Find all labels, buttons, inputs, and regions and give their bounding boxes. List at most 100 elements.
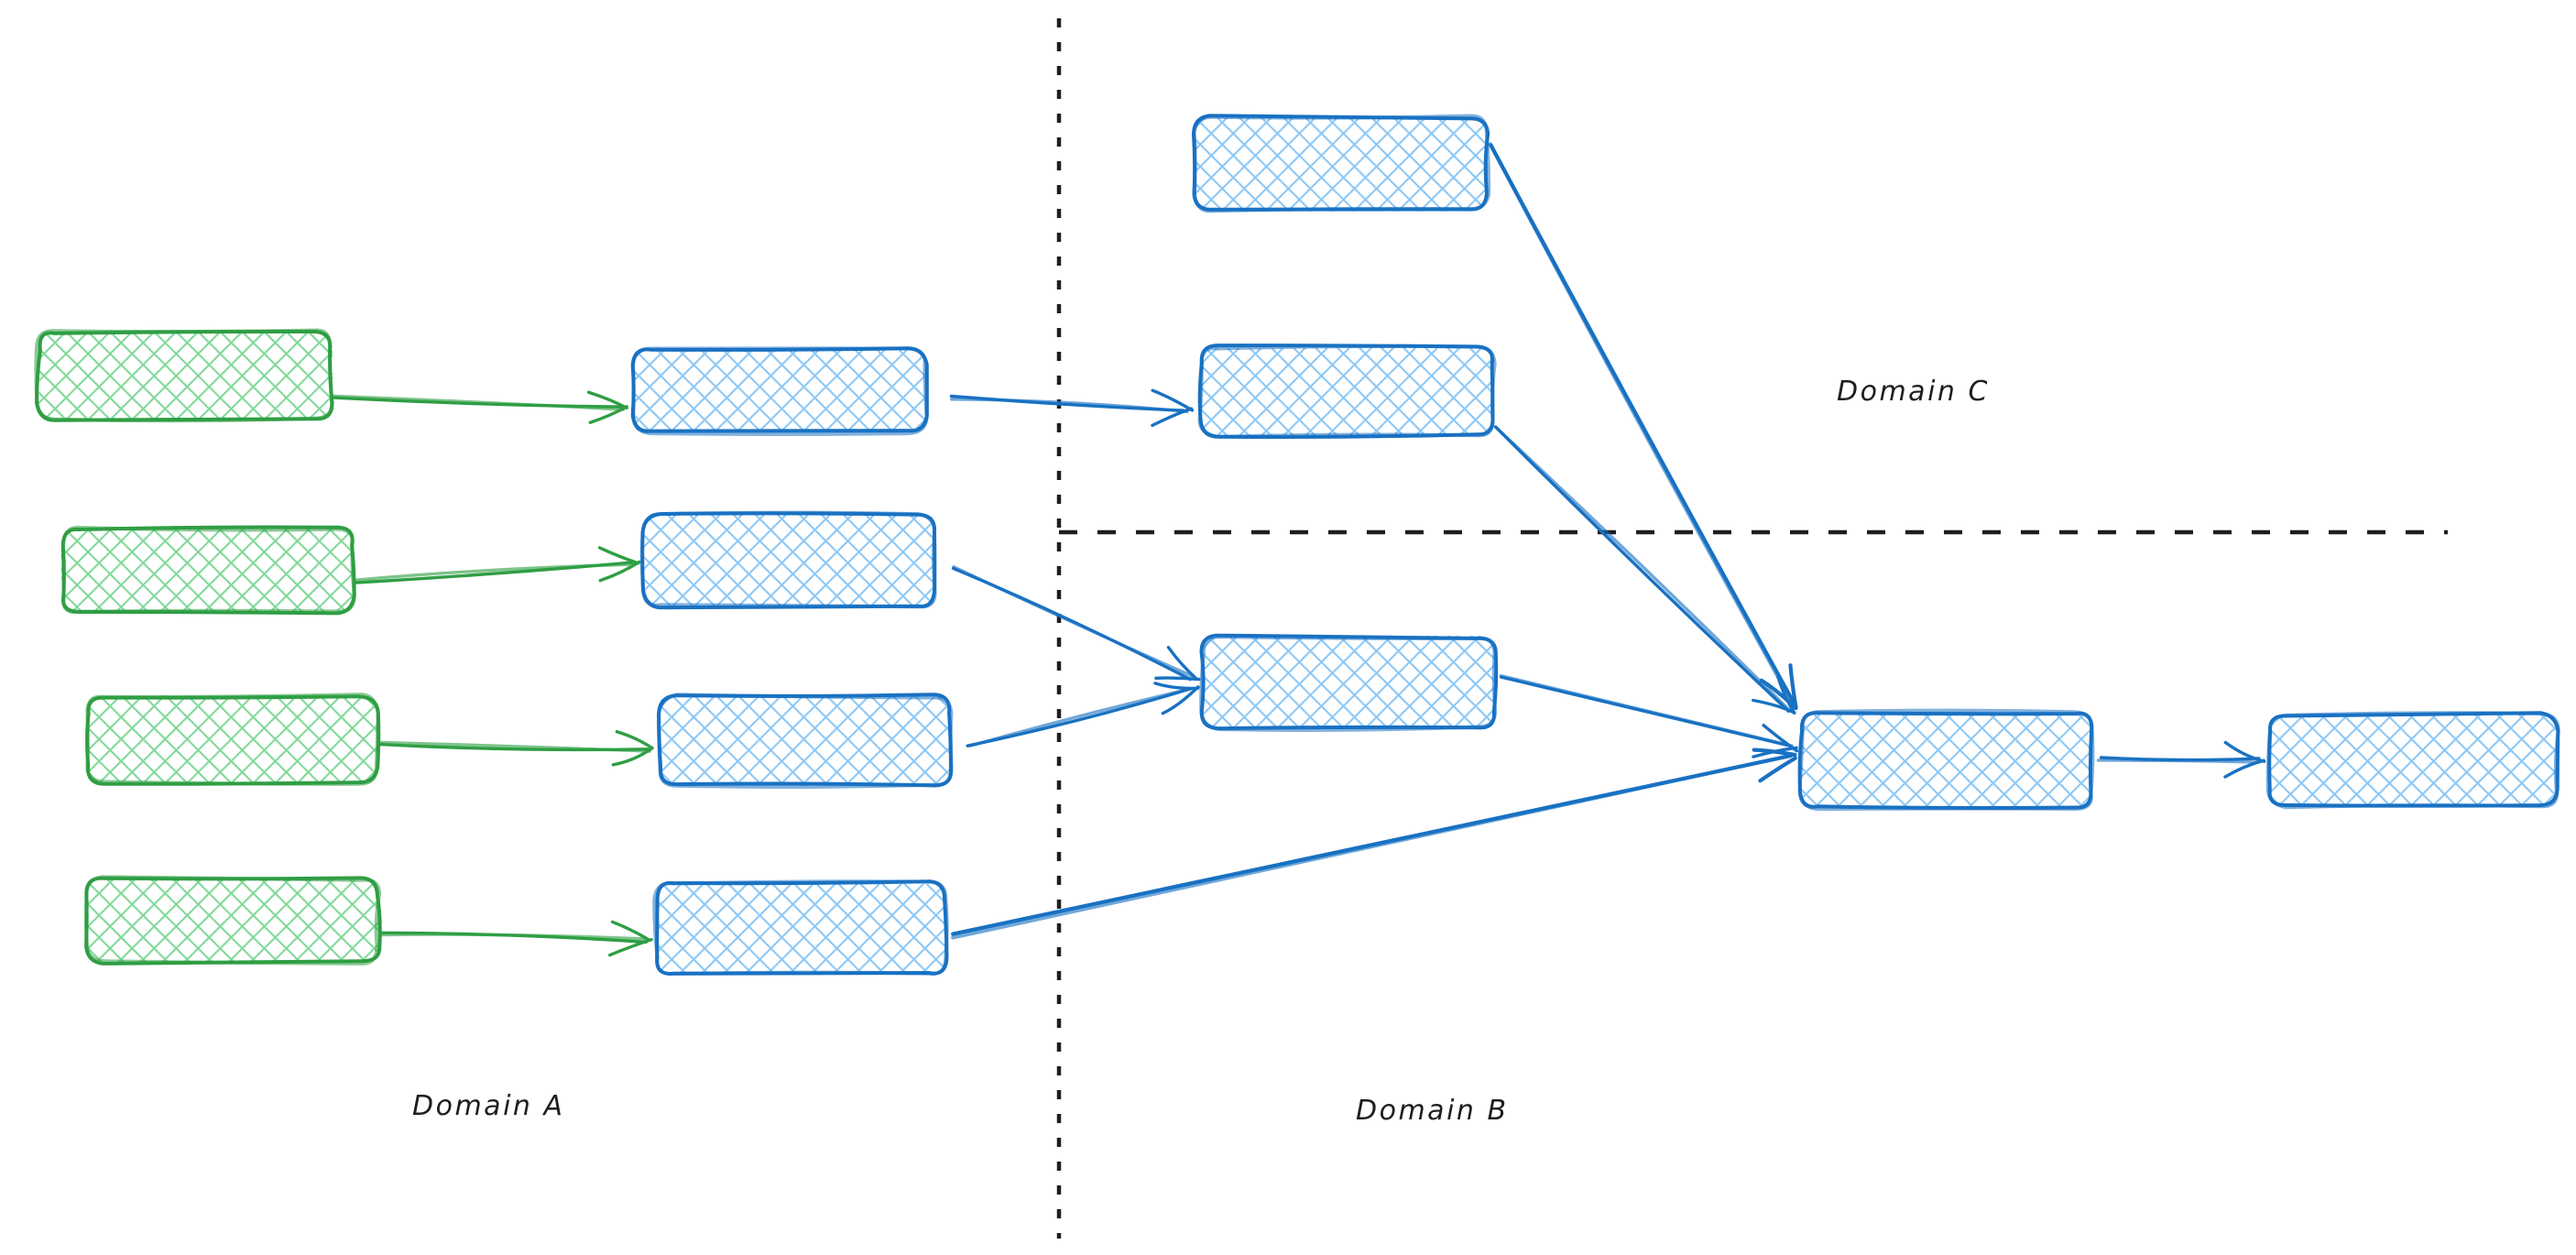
edge-layer [330, 142, 2266, 957]
node-fill [1202, 635, 1496, 729]
arrowhead-barb [608, 938, 653, 957]
domain-label-c: Domain C [1837, 376, 1990, 408]
edge-stroke [377, 933, 647, 941]
node-b3[interactable] [657, 693, 954, 790]
edge-a3-to-b3[interactable] [377, 730, 654, 767]
arrowhead-barb [1153, 682, 1200, 691]
node-a1[interactable] [34, 328, 334, 423]
node-layer [34, 114, 2560, 977]
node-hit-b1[interactable] [634, 348, 925, 432]
edge-stroke [2096, 758, 2257, 764]
domain-label-b: Domain B [1356, 1095, 1509, 1127]
node-fill [659, 695, 952, 787]
node-outline [631, 346, 929, 436]
node-outline [2265, 711, 2560, 810]
node-hit-c2[interactable] [1200, 347, 1493, 435]
edge-stroke [1493, 425, 1791, 712]
arrowhead-barb [615, 730, 654, 750]
edge-b4-to-d1[interactable] [951, 748, 1797, 940]
node-hit-a1[interactable] [38, 332, 332, 420]
node-outline [60, 525, 356, 614]
edge-stroke [351, 562, 638, 583]
node-fill [633, 347, 926, 433]
node-fill [655, 883, 946, 976]
edge-b1-to-c2[interactable] [949, 388, 1195, 428]
node-fill [87, 877, 379, 965]
node-hit-b2[interactable] [644, 515, 935, 606]
edge-stroke [951, 754, 1791, 940]
node-fill [1800, 712, 2093, 809]
arrowhead-barb [1758, 756, 1797, 783]
node-b4[interactable] [652, 879, 949, 977]
edge-stroke [950, 398, 1189, 414]
node-outline [1192, 114, 1491, 213]
node-outline [1199, 635, 1498, 733]
node-fill [1199, 346, 1494, 437]
arrowhead-barb [1752, 748, 1797, 758]
edge-stroke [1499, 673, 1794, 748]
edge-a4-to-b4[interactable] [377, 920, 653, 957]
node-hit-b3[interactable] [660, 696, 951, 786]
arrowhead-barb [1752, 698, 1796, 715]
node-hit-c1[interactable] [1195, 117, 1487, 211]
node-d2[interactable] [2265, 711, 2560, 810]
node-d1[interactable] [1797, 708, 2095, 812]
arrowhead-barb [597, 546, 640, 565]
node-a4[interactable] [83, 875, 382, 966]
arrowhead-barb [1788, 663, 1798, 710]
node-fill [2268, 714, 2558, 806]
edge-stroke [968, 687, 1194, 748]
node-outline [83, 875, 382, 966]
edge-a2-to-b2[interactable] [351, 546, 641, 584]
node-outline [1797, 708, 2095, 812]
arrowhead-barb [1759, 678, 1798, 711]
node-c1[interactable] [1192, 114, 1491, 213]
node-fill [642, 513, 936, 607]
node-b2[interactable] [640, 510, 937, 610]
node-c2[interactable] [1197, 344, 1497, 439]
edge-stroke [952, 565, 1194, 678]
arrowhead-barb [1762, 724, 1799, 753]
arrowhead-barb [1776, 675, 1796, 715]
node-hit-d2[interactable] [2269, 715, 2557, 806]
node-fill [1195, 116, 1487, 212]
edge-stroke [377, 740, 651, 753]
node-hit-c3[interactable] [1203, 637, 1494, 728]
node-c3[interactable] [1199, 633, 1499, 733]
arrowhead-barb [2223, 740, 2266, 763]
arrowhead-barb [610, 920, 651, 942]
arrowhead-barb [1161, 685, 1200, 715]
node-outline [1197, 344, 1497, 439]
edge-stroke [1494, 425, 1791, 713]
edge-c1-to-d1[interactable] [1488, 142, 1798, 711]
node-hit-b4[interactable] [656, 883, 945, 975]
arrowhead-barb [1154, 676, 1201, 682]
node-outline [640, 510, 937, 609]
node-hit-a4[interactable] [87, 878, 378, 963]
node-hit-d1[interactable] [1801, 713, 2092, 808]
node-a2[interactable] [60, 525, 356, 616]
node-outline [657, 693, 954, 790]
arrowhead-barb [1151, 388, 1195, 412]
edge-b2-to-c3[interactable] [951, 565, 1201, 682]
node-hit-a2[interactable] [62, 529, 354, 613]
divider-layer [1056, 18, 2448, 1239]
domain-label-a: Domain A [412, 1090, 565, 1122]
edge-c3-to-d1[interactable] [1499, 673, 1799, 758]
node-fill [38, 331, 333, 420]
edge-stroke [1488, 142, 1795, 705]
edge-d1-to-d2[interactable] [2096, 740, 2266, 779]
node-fill [85, 695, 378, 782]
arrowhead-barb [611, 746, 654, 767]
edge-stroke [330, 394, 626, 411]
node-fill [60, 528, 355, 614]
node-hit-a3[interactable] [87, 696, 377, 782]
edge-b3-to-c3[interactable] [966, 682, 1200, 748]
edge-c2-to-d1[interactable] [1493, 425, 1796, 715]
arrowhead-barb [1166, 646, 1198, 681]
node-b1[interactable] [630, 346, 929, 436]
edge-a1-to-b1[interactable] [330, 390, 628, 424]
node-outline [85, 693, 380, 786]
node-a3[interactable] [85, 693, 381, 786]
